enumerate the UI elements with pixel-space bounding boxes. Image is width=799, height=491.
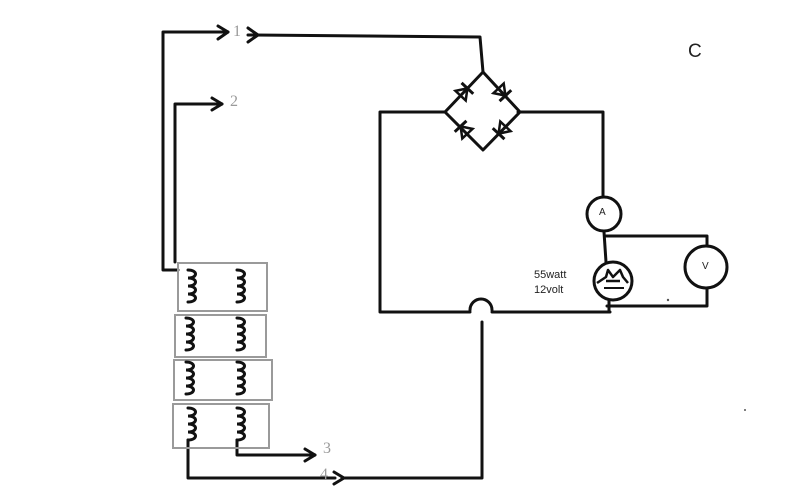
arrow-icon xyxy=(246,26,260,44)
terminal-label-2: 2 xyxy=(230,93,238,110)
arrow-icon xyxy=(216,24,230,41)
wire-terminal-4 xyxy=(186,438,337,480)
lamp-icon xyxy=(592,260,634,302)
wire-right-output xyxy=(516,110,605,200)
coil-icon xyxy=(184,360,195,396)
coil-box xyxy=(173,359,273,401)
coil-icon xyxy=(235,268,246,304)
coil-icon xyxy=(235,360,246,396)
corner-label: C xyxy=(688,41,702,62)
diode-icon xyxy=(452,81,475,103)
coil-icon xyxy=(235,316,246,352)
diode-icon xyxy=(491,119,514,141)
wire-bridge-bottom xyxy=(340,320,484,480)
ammeter-icon xyxy=(585,195,623,233)
bridge-rectifier xyxy=(443,70,522,152)
wire-terminal-1 xyxy=(161,30,230,272)
terminal-label-1: 1 xyxy=(233,23,241,40)
arrow-icon xyxy=(303,447,317,463)
ammeter-label: A xyxy=(599,207,606,218)
wire-ammeter-down xyxy=(602,230,608,264)
coil-box xyxy=(177,262,268,312)
voltmeter-icon xyxy=(683,244,729,290)
terminal-label-4: 4 xyxy=(320,466,328,483)
stray-dot xyxy=(666,298,670,302)
diode-icon xyxy=(453,119,476,141)
arrow-icon xyxy=(332,470,346,486)
coil-box xyxy=(174,314,267,358)
coil-icon xyxy=(186,406,197,442)
stray-dot xyxy=(744,409,746,411)
wire-terminal-2 xyxy=(173,102,224,264)
wire-left-loop xyxy=(378,110,472,314)
coil-assembly xyxy=(172,262,273,449)
wire-terminal-3 xyxy=(235,438,317,457)
arrow-icon xyxy=(210,96,224,112)
coil-icon xyxy=(184,316,195,352)
arrow-icons xyxy=(210,24,346,486)
diode-icon xyxy=(490,81,513,103)
bridge-diamond xyxy=(443,70,522,152)
wire-terminal-1-to-bridge xyxy=(246,33,485,74)
coil-icon xyxy=(186,268,197,304)
terminal-label-3: 3 xyxy=(323,440,331,457)
lamp-power-label: 55watt xyxy=(534,269,567,281)
voltmeter-label: V xyxy=(702,261,709,272)
coil-box xyxy=(172,403,270,449)
wire-voltmeter-top xyxy=(604,234,709,247)
wire-voltmeter-bottom xyxy=(605,286,709,308)
lamp-voltage-label: 12volt xyxy=(534,284,564,296)
coil-icon xyxy=(235,406,246,442)
wire-crossover-hop xyxy=(468,297,494,312)
